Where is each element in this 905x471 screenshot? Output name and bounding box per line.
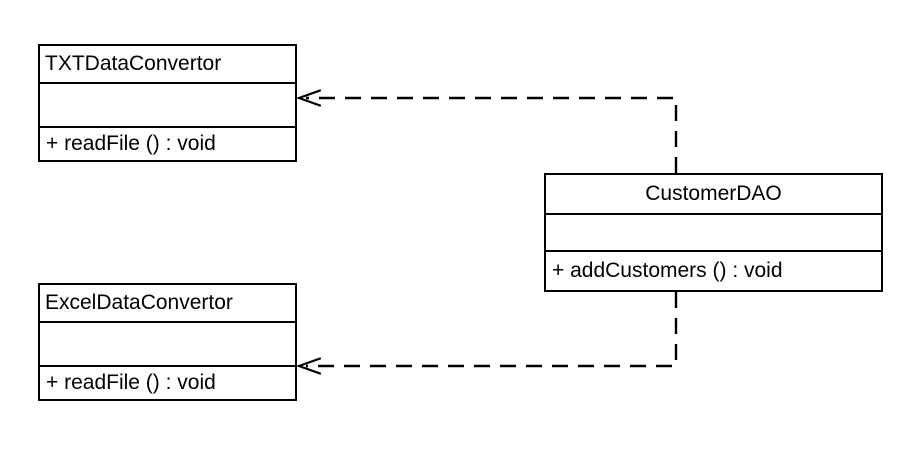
class-name-exceldataconvertor: ExcelDataConvertor	[45, 291, 233, 314]
attributes-compartment-txtdataconvertor	[40, 82, 295, 126]
dependency-line-top	[306, 96, 678, 173]
dependency-arrow-customerdao-to-txtdataconvertor[interactable]	[295, 89, 678, 174]
method-customerdao-addcustomers: + addCustomers () : void	[546, 250, 881, 290]
method-txtdataconvertor-readfile: + readFile () : void	[40, 126, 295, 160]
open-arrowhead-icon	[295, 357, 322, 375]
attributes-compartment-customerdao	[546, 213, 881, 250]
class-box-txtdataconvertor[interactable]: TXTDataConvertor + readFile () : void	[38, 44, 297, 162]
dependency-line-bottom	[306, 292, 678, 368]
class-name-customerdao: CustomerDAO	[645, 182, 782, 205]
dependency-arrow-customerdao-to-exceldataconvertor[interactable]	[295, 292, 678, 375]
class-box-customerdao[interactable]: CustomerDAO + addCustomers () : void	[544, 173, 883, 292]
class-name-txtdataconvertor: TXTDataConvertor	[45, 52, 222, 75]
method-exceldataconvertor-readfile: + readFile () : void	[40, 365, 295, 399]
attributes-compartment-exceldataconvertor	[40, 321, 295, 365]
open-arrowhead-icon	[295, 89, 322, 107]
class-box-exceldataconvertor[interactable]: ExcelDataConvertor + readFile () : void	[38, 283, 297, 401]
